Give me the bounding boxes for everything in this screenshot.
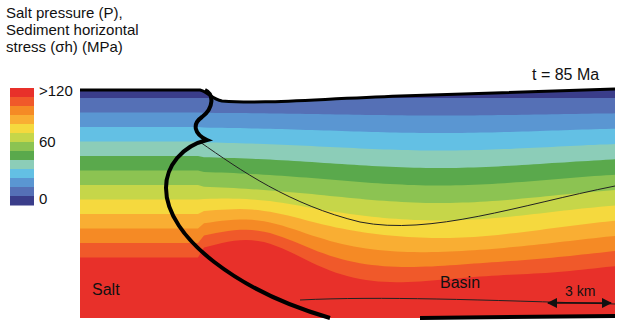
- color-scale-bar: [10, 88, 34, 206]
- scale-swatch: [10, 115, 34, 125]
- scale-swatch: [10, 133, 34, 143]
- salt-boundary: [166, 90, 330, 318]
- band: [0, 0, 624, 186]
- band: [0, 0, 624, 282]
- scale-value: 0: [39, 190, 47, 207]
- time-label: t = 85 Ma: [532, 66, 599, 84]
- band: [0, 0, 624, 116]
- scale-value: >120: [39, 82, 73, 99]
- scale-value: 60: [39, 133, 56, 150]
- scale-swatch: [10, 178, 34, 188]
- scale-swatch: [10, 187, 34, 197]
- region-label: Salt: [92, 281, 120, 299]
- scale-swatch: [10, 196, 34, 206]
- band: [0, 0, 624, 252]
- scale-swatch: [10, 142, 34, 152]
- scale-swatch: [10, 124, 34, 134]
- band: [0, 0, 624, 203]
- scale-swatch: [10, 169, 34, 179]
- band: [0, 0, 624, 151]
- scale-title: Salt pressure (P), Sediment horizontal s…: [6, 4, 156, 55]
- band: [0, 0, 624, 238]
- scale-label: 3 km: [565, 283, 595, 299]
- region-label: Basin: [440, 274, 480, 292]
- band: [0, 0, 624, 133]
- scale-swatch: [10, 106, 34, 116]
- scale-swatch: [10, 151, 34, 161]
- band: [0, 0, 624, 221]
- scale-swatch: [10, 88, 34, 98]
- band: [0, 0, 624, 168]
- horizon-lines: [200, 86, 615, 304]
- scale-swatch: [10, 160, 34, 170]
- top-surface: [80, 89, 615, 102]
- scale-bar: [548, 302, 611, 304]
- basin-base: [420, 316, 615, 318]
- scale-swatch: [10, 97, 34, 107]
- band: [0, 0, 624, 267]
- band: [0, 0, 624, 98]
